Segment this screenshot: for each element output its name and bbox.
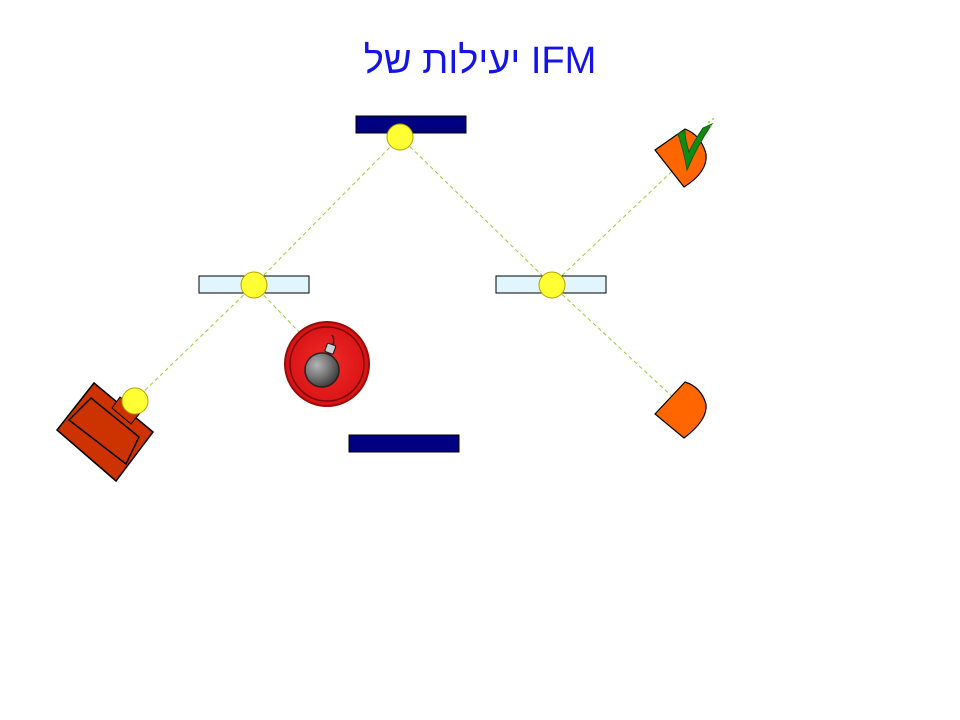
mirror-bottom [348,434,460,453]
detector-bottom [654,381,707,439]
photon [121,387,149,415]
photon [240,271,268,299]
beam-source-to-splitter [134,284,255,401]
photon [386,123,414,151]
beam-splitter-to-detector-bottom [551,284,679,403]
photon-source [55,381,155,483]
beam-top-mirror-to-splitter [399,136,553,286]
page-title: יעילות של IFM [363,40,597,82]
beam-splitter-to-detector-top [551,159,685,286]
photons [121,123,566,415]
beam-paths [134,136,685,403]
checkmark-icon [677,118,714,172]
beam-splitter-to-top-mirror [253,136,401,286]
bomb-icon [304,334,340,388]
bomb-obstacle [284,321,370,407]
photon [538,271,566,299]
